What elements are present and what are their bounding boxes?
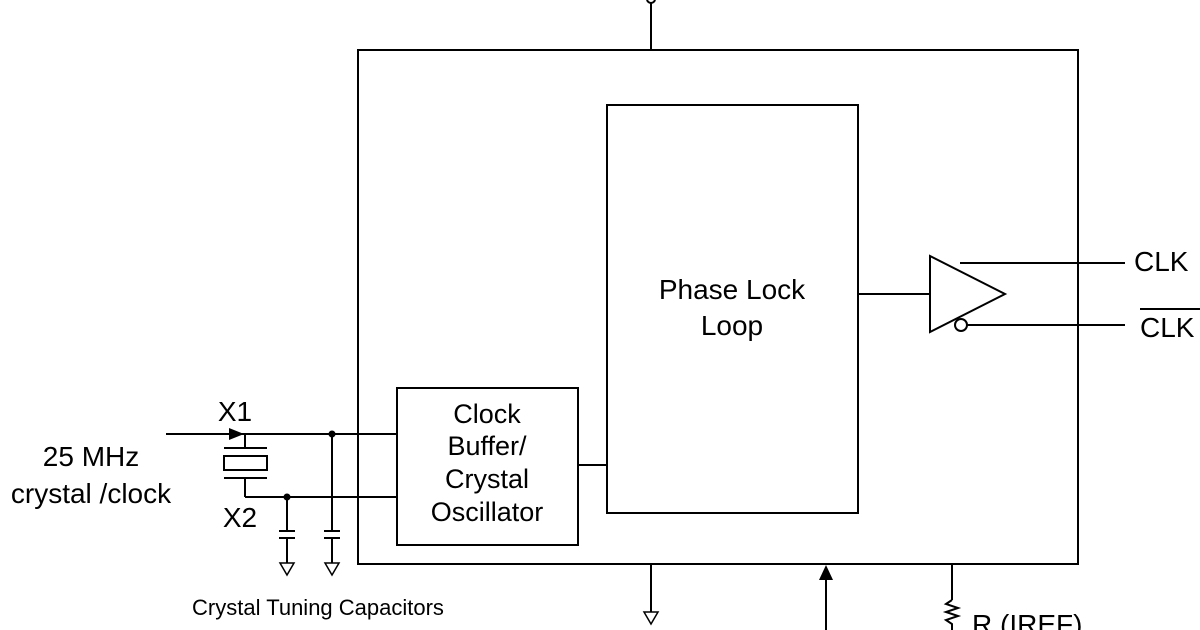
tuning-capacitor-x2: [278, 497, 296, 577]
oscillator-block: [396, 387, 579, 546]
inverting-bubble: [954, 318, 968, 332]
pll-label-line1: Phase Lock: [659, 274, 806, 305]
clk-bar-label: CLK: [1140, 312, 1195, 343]
output-buffer-triangle: [929, 254, 1008, 334]
x1-arrowhead: [229, 428, 244, 440]
capacitors-caption: Crystal Tuning Capacitors: [192, 595, 444, 620]
crystal-symbol: [223, 434, 268, 497]
iref-label: R (IREF): [972, 609, 1082, 630]
tuning-capacitor-x1: [323, 434, 341, 577]
osc-label-line3: Crystal: [445, 464, 529, 494]
osc-label-line1: Clock: [453, 399, 521, 429]
input-freq-label: 25 MHz: [43, 441, 139, 472]
bottom-input-arrow: [819, 565, 833, 630]
x1-label: X1: [218, 396, 252, 427]
iref-resistor: [942, 564, 962, 630]
top-supply-pin: [646, 0, 656, 50]
pll-label-line2: Loop: [701, 310, 763, 341]
input-kind-label: crystal /clock: [11, 478, 172, 509]
x2-label: X2: [223, 502, 257, 533]
osc-label-line4: Oscillator: [431, 497, 544, 527]
bottom-ground-pin: [642, 564, 660, 626]
pll-block: [606, 104, 859, 514]
clk-label: CLK: [1134, 246, 1189, 277]
osc-label-line2: Buffer/: [447, 431, 527, 461]
